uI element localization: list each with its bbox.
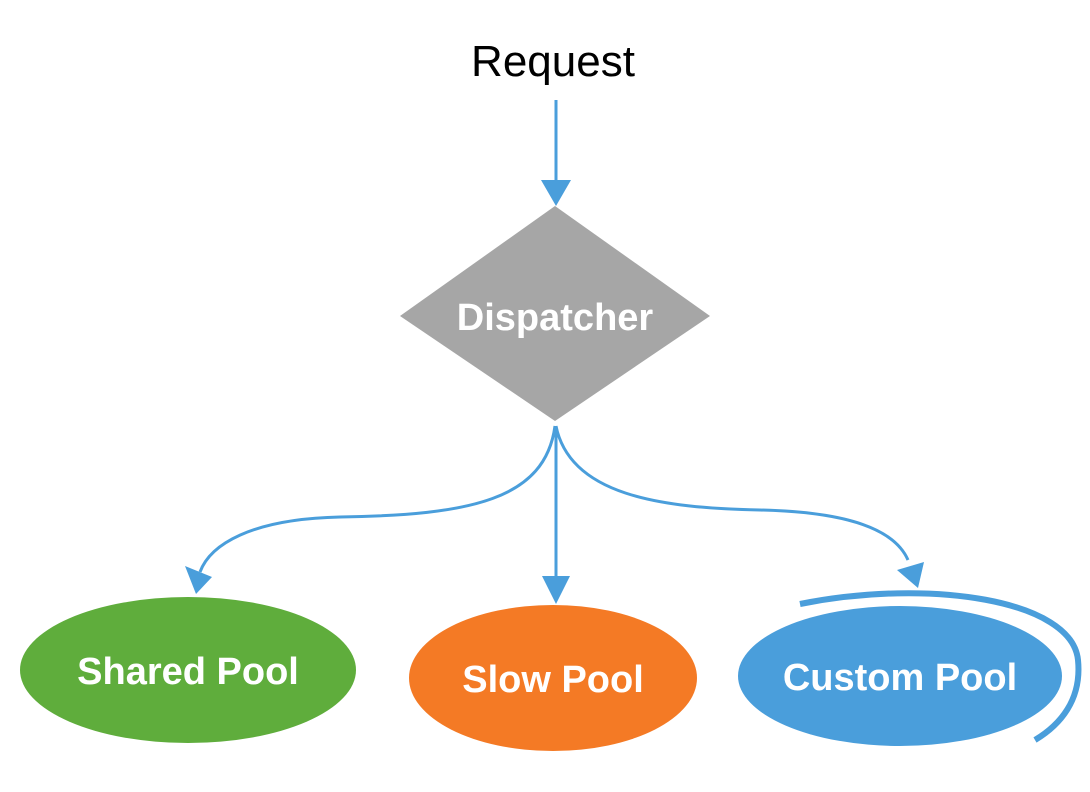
- dispatcher-diamond: [400, 206, 710, 421]
- shared-pool-label: Shared Pool: [77, 651, 299, 693]
- arrow-to-shared-pool: [185, 425, 557, 594]
- custom-pool-ellipse: [738, 606, 1062, 746]
- slow-pool-label: Slow Pool: [462, 659, 644, 701]
- custom-pool-accent-arc: [799, 590, 1082, 743]
- slow-pool-ellipse: [409, 605, 697, 751]
- dispatcher-node: Dispatcher: [400, 206, 710, 421]
- arrow-to-custom-pool: [554, 425, 924, 588]
- request-label: Request: [471, 37, 635, 86]
- arrow-to-slow-pool: [542, 426, 570, 604]
- custom-pool-label: Custom Pool: [783, 657, 1017, 699]
- shared-pool-ellipse: [20, 597, 356, 743]
- dispatcher-label: Dispatcher: [457, 297, 654, 339]
- shared-pool-node: Shared Pool: [20, 597, 356, 743]
- custom-pool-node: Custom Pool: [738, 590, 1082, 746]
- slow-pool-node: Slow Pool: [409, 605, 697, 751]
- request-arrow: [541, 100, 571, 206]
